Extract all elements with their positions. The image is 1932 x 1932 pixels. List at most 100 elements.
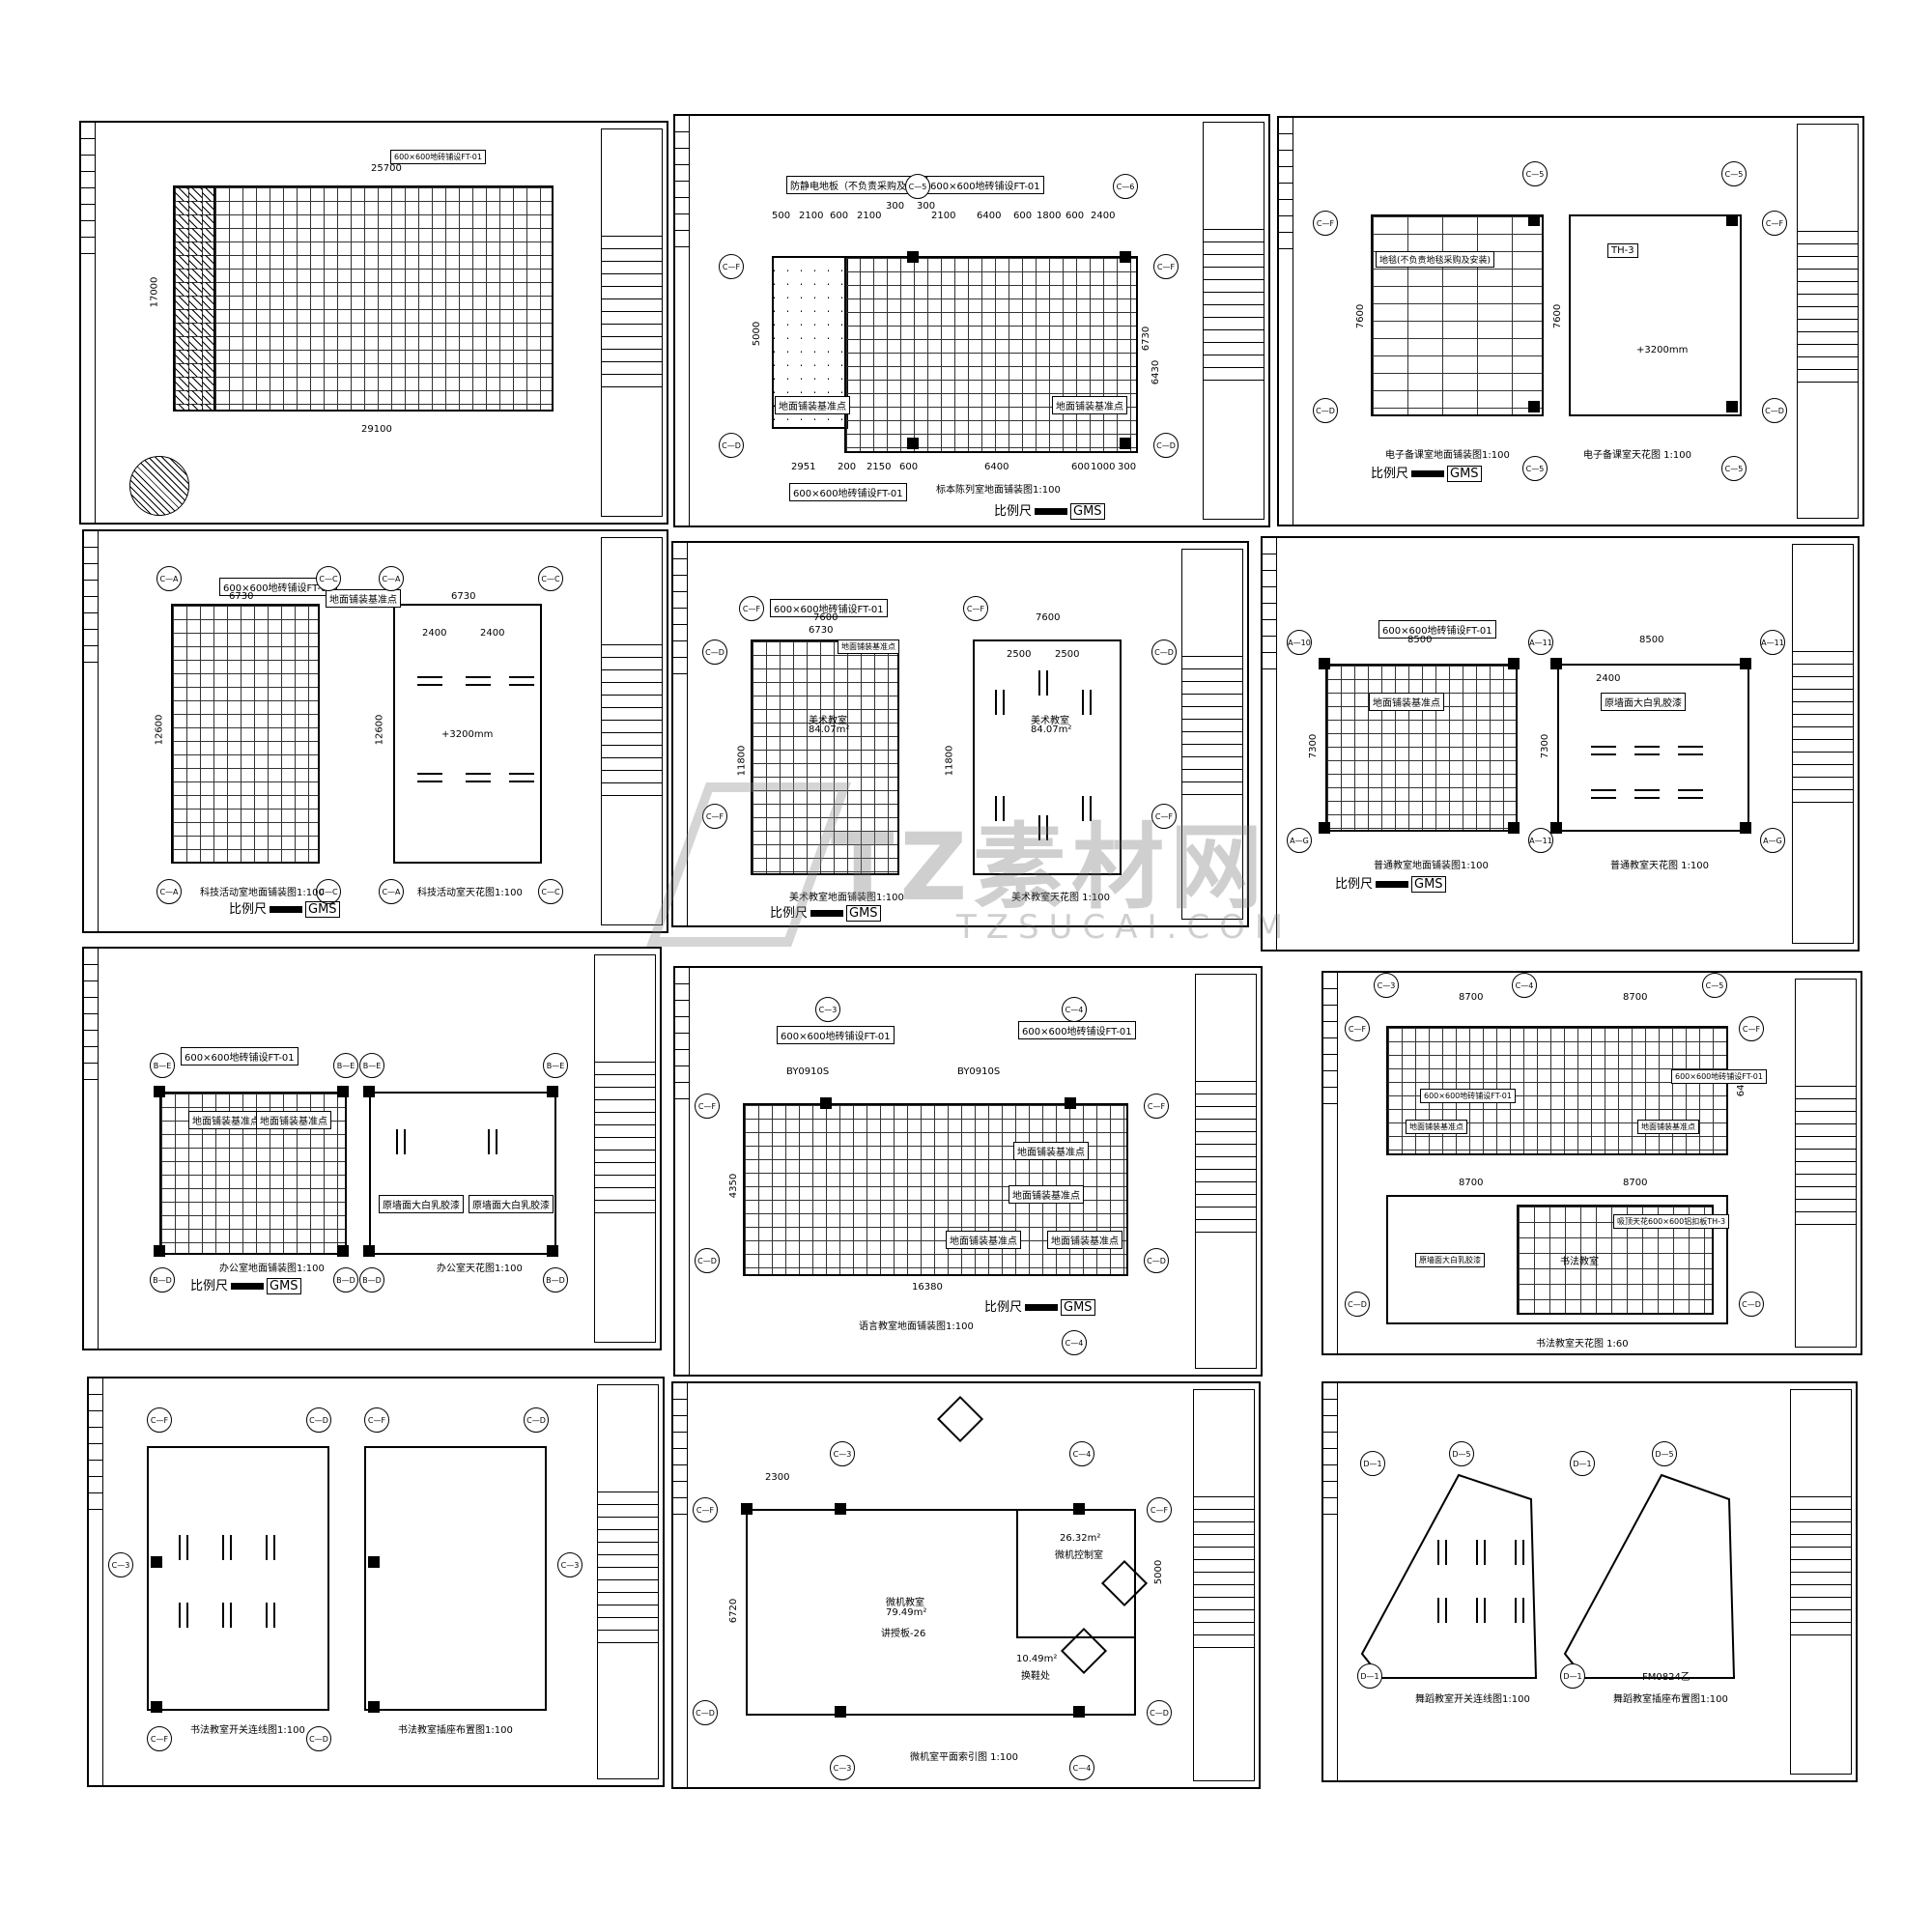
title-block [1792,544,1854,944]
light-fixture [1476,1540,1486,1565]
sheet-left-strip [673,543,688,925]
floor-plan [1325,664,1518,832]
carpet-note: 地毯(不负责地毯采购及安装) [1376,251,1495,268]
watermark-domain: TZSUCAI.COM [956,908,1293,947]
title-block [597,1384,659,1779]
column [151,1701,162,1713]
axis-bubble: C—D [1153,433,1179,458]
axis-bubble: C—D [1147,1700,1172,1725]
start-point: 地面铺装基准点 [838,639,899,654]
dim-h: 11800 [736,745,748,777]
column [1508,658,1520,669]
axis-bubble: C—F [719,254,744,279]
light-fixture [466,773,491,782]
axis-bubble: C—F [1345,1016,1370,1041]
watermark: TZ素材网 TZSUCAI.COM [646,773,1283,966]
room-mark: 讲授板-26 [881,1629,926,1639]
axis-bubble: C—F [963,596,988,621]
dim-top-0: 500 [772,211,791,221]
sheet-title: 微机室平面索引图 1:100 [910,1752,1018,1763]
ceiling-note: 原墙面大白乳胶漆 [1415,1253,1485,1267]
axis-bubble: C—3 [815,997,840,1022]
axis-bubble: C—4 [1062,1330,1087,1355]
sheet-left-strip [89,1378,103,1785]
dance-room-plans [1360,1473,1736,1679]
axis-bubble: C—4 [1069,1441,1094,1466]
start-point: 地面铺装基准点 [326,589,401,608]
light-fixture [995,690,1005,715]
axis-bubble: C—D [702,639,727,665]
window-label-2: BY0910S [957,1066,1001,1077]
watermark-brand: TZ素材网 [831,813,1269,922]
axis-bubble: D—5 [1449,1441,1474,1466]
dim-x2: 2400 [480,628,505,639]
scale-label: 比例尺 [229,902,268,917]
dim-top-8: 600 [1013,211,1033,221]
axis-bubble: A—G [1760,828,1785,853]
axis-bubble: D—5 [1652,1441,1677,1466]
door-label: FM0824乙 [1642,1672,1690,1683]
column [1319,822,1330,834]
title-block [601,537,663,925]
axis-bubble: C—F [695,1094,720,1119]
axis-bubble: C—F [739,596,764,621]
light-fixture [1634,789,1660,799]
title-block [1797,124,1859,519]
axis-bubble: C—C [538,566,563,591]
dim-h2: 12600 [374,714,385,746]
ceiling-note: 原墙面大白乳胶漆 [1601,693,1686,711]
start-point: 地面铺装基准点 [256,1111,331,1129]
light-fixture [417,676,442,686]
column [154,1086,165,1097]
sheet-9: 8700 8700 8700 8700 6430 600×600地砖铺设FT-0… [1321,971,1862,1355]
sheet-left-strip [675,968,690,1375]
dim-w4: 8700 [1623,1178,1648,1188]
light-fixture [1038,670,1048,696]
light-fixture [222,1535,232,1560]
light-fixture [1437,1598,1447,1623]
light-fixture [266,1535,275,1560]
dim-bot-4: 6400 [984,462,1009,472]
dim-w2: 6730 [809,625,834,636]
ceiling-height: +3200mm [1636,345,1689,355]
column [820,1097,832,1109]
column [337,1086,349,1097]
axis-bubble: D—1 [1357,1663,1382,1689]
sheet-left-strip [84,949,99,1349]
light-fixture [179,1535,188,1560]
axis-bubble: D—1 [1570,1451,1595,1476]
axis-bubble: C—D [1762,398,1787,423]
start-point: 地面铺装基准点 [1013,1142,1089,1160]
column [835,1503,846,1515]
axis-bubble: C—D [306,1726,331,1751]
scale-unit: GMS [1061,1299,1095,1316]
dim-h: 7300 [1308,733,1320,759]
column [1508,822,1520,834]
tile-note: 600×600地砖铺设FT-01 [1378,620,1496,639]
sheet-7: 600×600地砖铺设FT-01 地面铺装基准点 地面铺装基准点 原墙面大白乳胶… [82,947,662,1350]
ceiling-plan [369,1092,556,1255]
dim-h: 4350 [728,1173,740,1199]
axis-bubble: C—F [1739,1016,1764,1041]
axis-bubble: A—11 [1760,630,1785,655]
room-name-3: 换鞋处 [1021,1671,1050,1682]
room-name-2: 微机控制室 [1055,1550,1103,1561]
column [907,251,919,263]
dim-bot-2: 2150 [867,462,892,472]
axis-bubble: A—11 [1528,828,1553,853]
axis-bubble: C—D [719,433,744,458]
dim-w2: 8500 [1639,635,1664,645]
dim-top-3: 2100 [857,211,882,221]
axis-bubble: B—D [333,1267,358,1293]
axis-bubble: C—F [1762,211,1787,236]
dim-top-5: 300 [917,201,936,212]
axis-bubble: C—D [1144,1248,1169,1273]
switch-plan [147,1446,329,1711]
title-block [1203,122,1264,520]
scale-label: 比例尺 [994,504,1033,519]
column [363,1086,375,1097]
